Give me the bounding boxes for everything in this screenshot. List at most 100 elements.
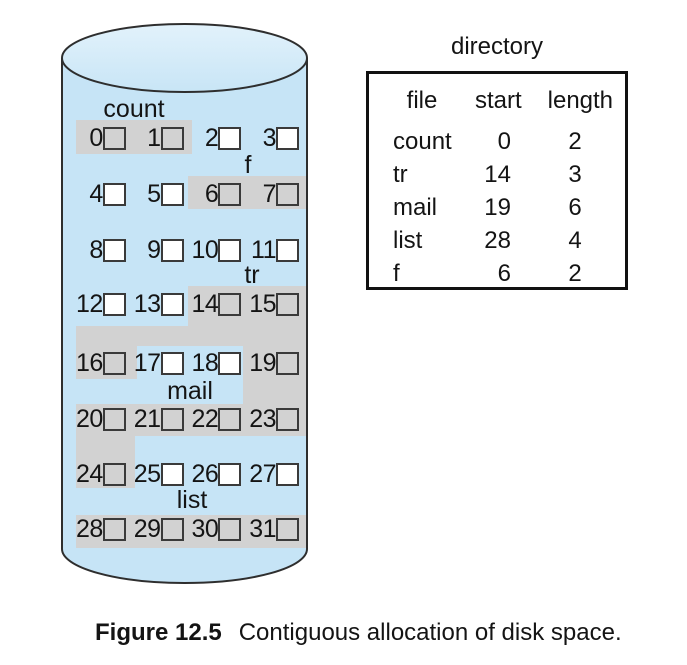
block-cell: 1 xyxy=(134,123,192,153)
block-cell: 20 xyxy=(76,404,134,434)
block-cell: 0 xyxy=(76,123,134,153)
block-number: 24 xyxy=(75,460,103,488)
block-number: 17 xyxy=(133,349,161,377)
block-cell: 9 xyxy=(134,235,192,265)
block-number: 0 xyxy=(89,124,103,152)
block-number: 9 xyxy=(147,236,161,264)
block-number: 6 xyxy=(204,180,219,208)
block-cell: 21 xyxy=(134,404,192,434)
block-cell: 11 xyxy=(249,235,307,265)
block-number: 22 xyxy=(191,405,219,433)
block-cell: 27 xyxy=(249,459,307,489)
block-number: 31 xyxy=(249,515,276,543)
block-cell: 19 xyxy=(249,348,307,378)
directory-panel: directory file start length count 0 2 tr 14 3… xyxy=(366,34,628,290)
file-label-f: f xyxy=(244,151,252,179)
block-cell: 24 xyxy=(76,459,134,489)
block-box-free xyxy=(102,182,126,206)
block-cell: 5 xyxy=(134,179,192,209)
directory-cell-length: 3 xyxy=(568,160,582,188)
disk-block-row: 0 1 2 3 xyxy=(76,123,307,153)
block-box-allocated xyxy=(218,517,242,541)
block-box-allocated xyxy=(276,292,299,316)
block-cell: 8 xyxy=(76,235,134,265)
block-number: 29 xyxy=(133,515,161,543)
directory-title: directory xyxy=(450,33,544,60)
block-number: 26 xyxy=(191,460,219,488)
disk-block-row: 4 5 6 7 xyxy=(76,179,307,209)
block-cell: 25 xyxy=(134,459,192,489)
block-number: 2 xyxy=(204,124,219,152)
block-box-allocated xyxy=(276,351,299,375)
block-number: 4 xyxy=(89,180,103,208)
block-cell: 15 xyxy=(249,289,307,319)
disk-top-ellipse xyxy=(61,23,308,93)
block-box-free xyxy=(218,462,242,486)
directory-cell-length: 6 xyxy=(568,193,582,221)
block-number: 8 xyxy=(89,236,103,264)
block-cell: 22 xyxy=(191,404,250,434)
block-box-allocated xyxy=(218,407,242,431)
directory-cell-start: 0 xyxy=(497,127,511,155)
block-box-allocated xyxy=(102,126,126,150)
directory-cell-start: 6 xyxy=(497,259,511,287)
block-number: 25 xyxy=(133,460,161,488)
disk-block-row: 8 9 10 11 xyxy=(76,235,307,265)
block-number: 10 xyxy=(191,236,219,264)
block-box-free xyxy=(160,182,184,206)
block-box-allocated xyxy=(276,517,299,541)
directory-cell-length: 2 xyxy=(568,127,582,155)
directory-cell-file: count xyxy=(393,127,452,155)
disk-block-row: 24 25 26 27 xyxy=(76,459,307,489)
block-box-allocated xyxy=(160,517,184,541)
column-header-file: file xyxy=(406,86,438,114)
block-number: 15 xyxy=(249,290,276,318)
directory-cell-length: 4 xyxy=(568,226,582,254)
block-box-allocated xyxy=(102,351,126,375)
block-cell: 31 xyxy=(249,514,307,544)
block-cell: 2 xyxy=(192,123,250,153)
block-number: 11 xyxy=(251,236,276,264)
block-cell: 30 xyxy=(191,514,250,544)
block-box-allocated xyxy=(218,292,242,316)
block-box-free xyxy=(160,292,184,316)
block-number: 3 xyxy=(262,124,277,152)
block-box-free xyxy=(218,351,242,375)
block-number: 18 xyxy=(191,349,219,377)
block-cell: 7 xyxy=(249,179,307,209)
block-box-free xyxy=(160,462,184,486)
block-cell: 6 xyxy=(192,179,250,209)
directory-cell-start: 28 xyxy=(484,226,511,254)
directory-cell-file: mail xyxy=(393,193,438,221)
block-number: 7 xyxy=(262,180,277,208)
file-label-count: count xyxy=(103,95,165,123)
directory-cell-file: f xyxy=(393,259,400,287)
block-box-free xyxy=(218,238,242,262)
directory-header: file start length xyxy=(369,85,625,116)
directory-row: tr 14 3 xyxy=(369,158,625,191)
file-label-list: list xyxy=(176,486,208,514)
block-cell: 10 xyxy=(191,235,250,265)
figure-caption-text: Contiguous allocation of disk space. xyxy=(238,619,622,646)
directory-cell-file: tr xyxy=(393,160,408,188)
block-number: 1 xyxy=(147,124,161,152)
block-box-allocated xyxy=(102,462,126,486)
block-number: 20 xyxy=(75,405,103,433)
block-number: 5 xyxy=(147,180,161,208)
block-cell: 28 xyxy=(76,514,134,544)
block-box-allocated xyxy=(276,407,299,431)
block-box-free xyxy=(160,238,184,262)
directory-cell-start: 14 xyxy=(484,160,511,188)
block-cell: 13 xyxy=(134,289,192,319)
block-number: 23 xyxy=(249,405,276,433)
block-number: 13 xyxy=(133,290,161,318)
block-box-free xyxy=(102,238,126,262)
